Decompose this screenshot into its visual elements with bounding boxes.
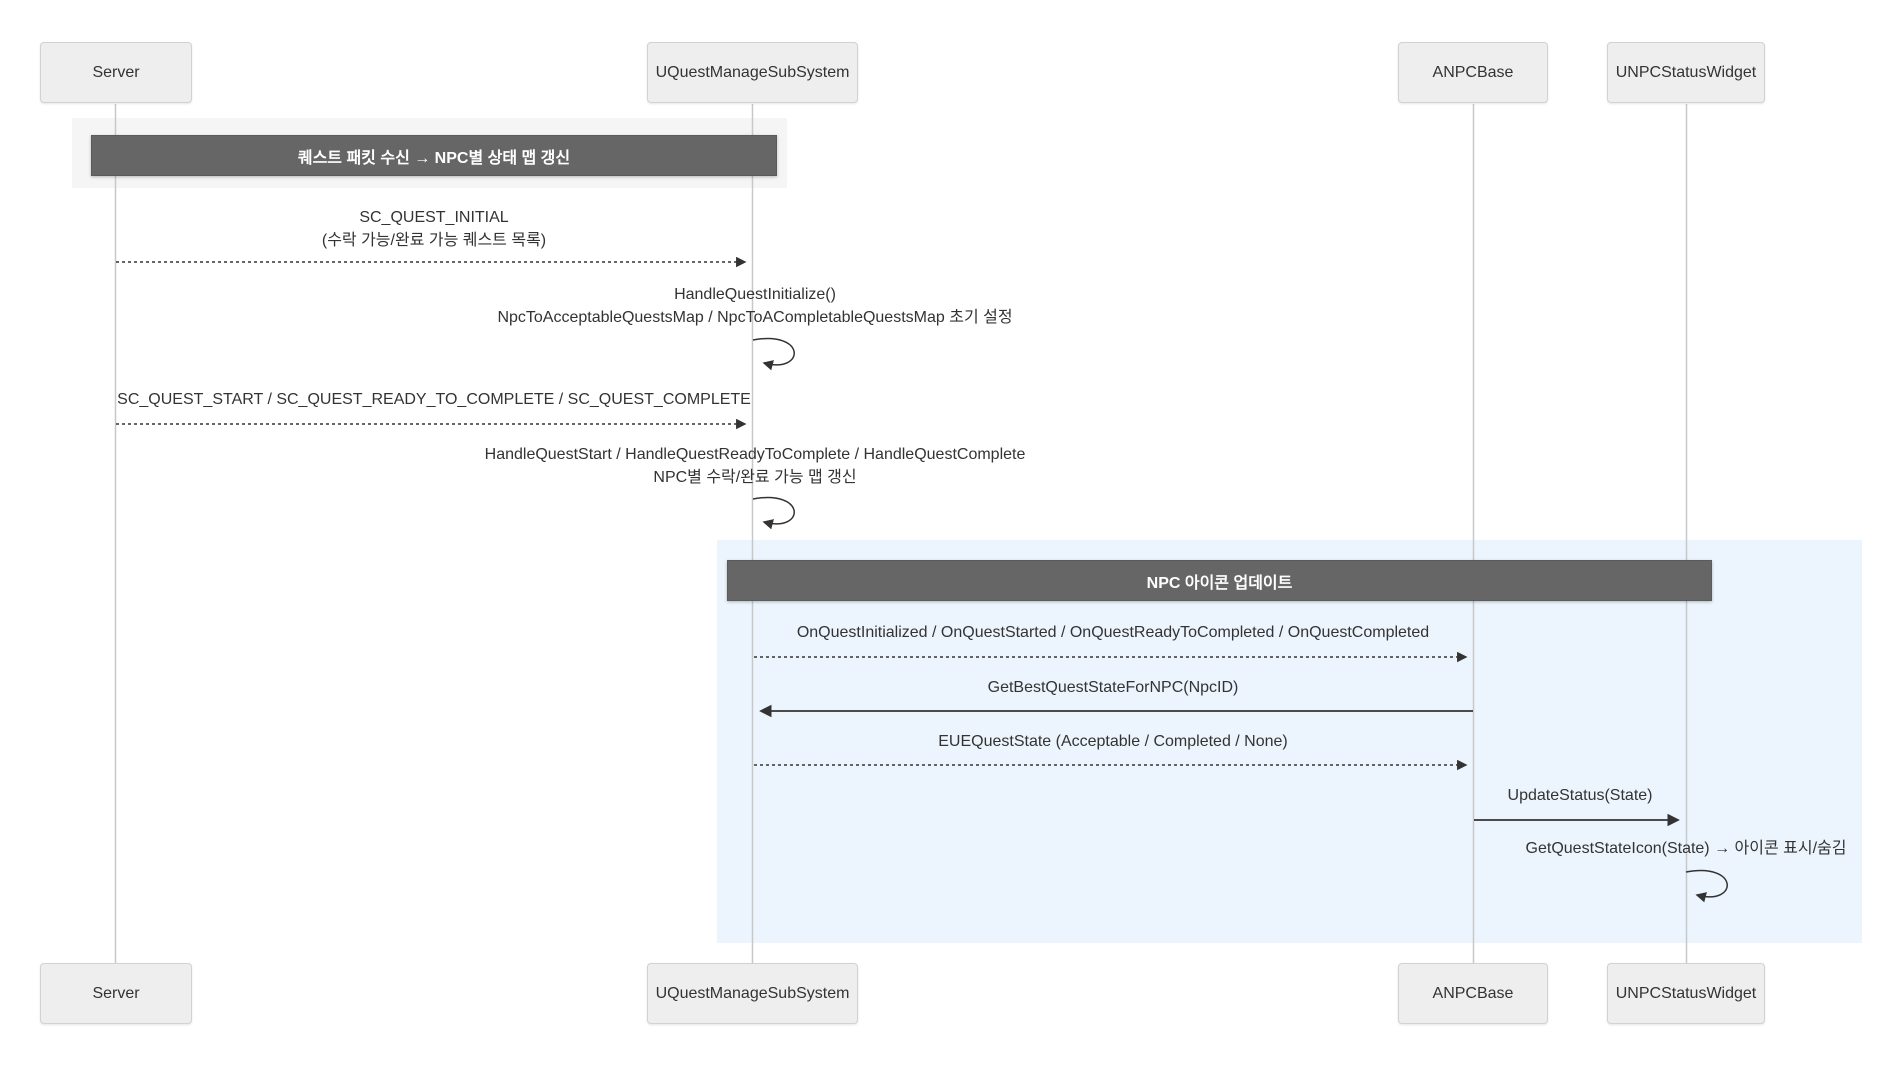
section-background-quest-packet [72, 118, 787, 188]
section-background-npc-icon-update [717, 540, 1862, 943]
